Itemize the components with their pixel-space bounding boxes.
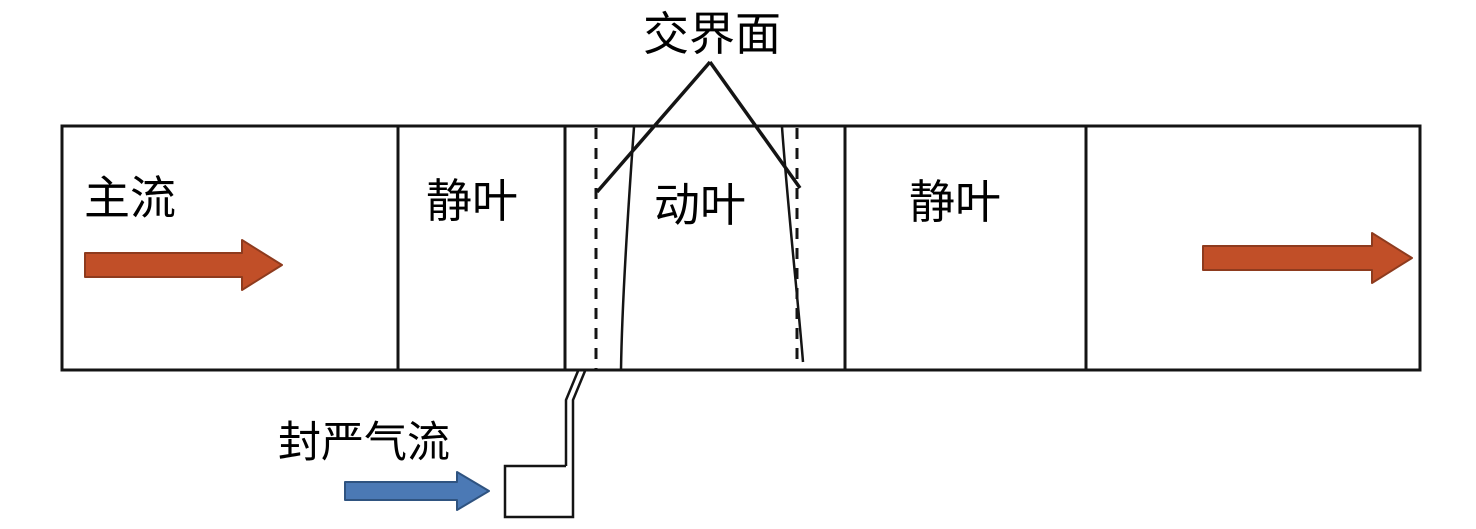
duct-outline [60, 124, 1422, 372]
main-flow-label: 主流 [84, 173, 176, 224]
rotor-label: 动叶 [654, 180, 746, 231]
rotor-edge-left [619, 126, 636, 371]
interface-pointer-left [595, 60, 712, 194]
stator-left-label: 静叶 [426, 176, 518, 227]
rotor-edge-right [780, 126, 805, 363]
seal-cavity-box [503, 464, 575, 519]
seal-channel-right-wall [571, 370, 587, 466]
stator-right-label: 静叶 [909, 177, 1001, 228]
outlet-flow-arrow [1202, 232, 1413, 284]
seal-channel-left-wall [564, 370, 580, 466]
interface-pointer-right [708, 60, 802, 190]
main-flow-arrow [84, 239, 283, 291]
interface-label: 交界面 [643, 9, 781, 60]
seal-flow-label: 封严气流 [278, 420, 450, 467]
seal-flow-arrow [344, 471, 490, 511]
